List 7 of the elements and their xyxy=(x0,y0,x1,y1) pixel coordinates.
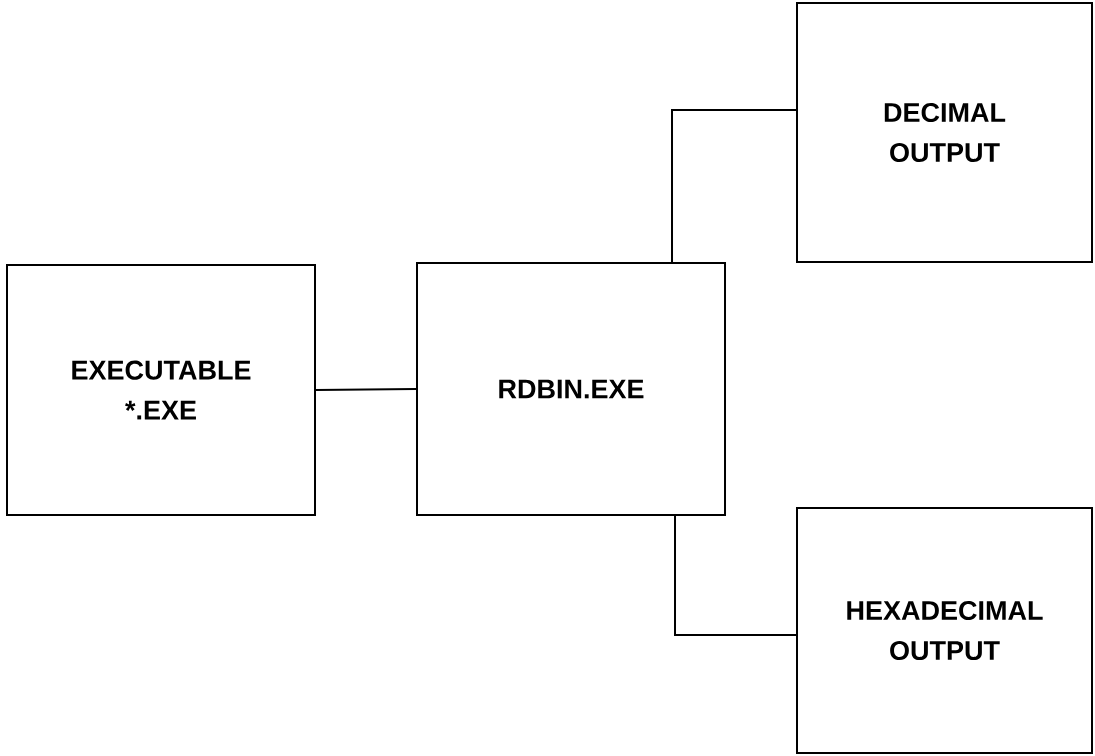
process-box: DECIMAL OUTPUT xyxy=(796,2,1093,263)
process-box: HEXADECIMAL OUTPUT xyxy=(796,507,1093,754)
connector-line xyxy=(315,388,417,391)
process-box: EXECUTABLE *.EXE xyxy=(6,264,316,516)
connector-line xyxy=(671,109,797,263)
process-box: RDBIN.EXE xyxy=(416,262,726,516)
connector-line xyxy=(674,515,797,636)
